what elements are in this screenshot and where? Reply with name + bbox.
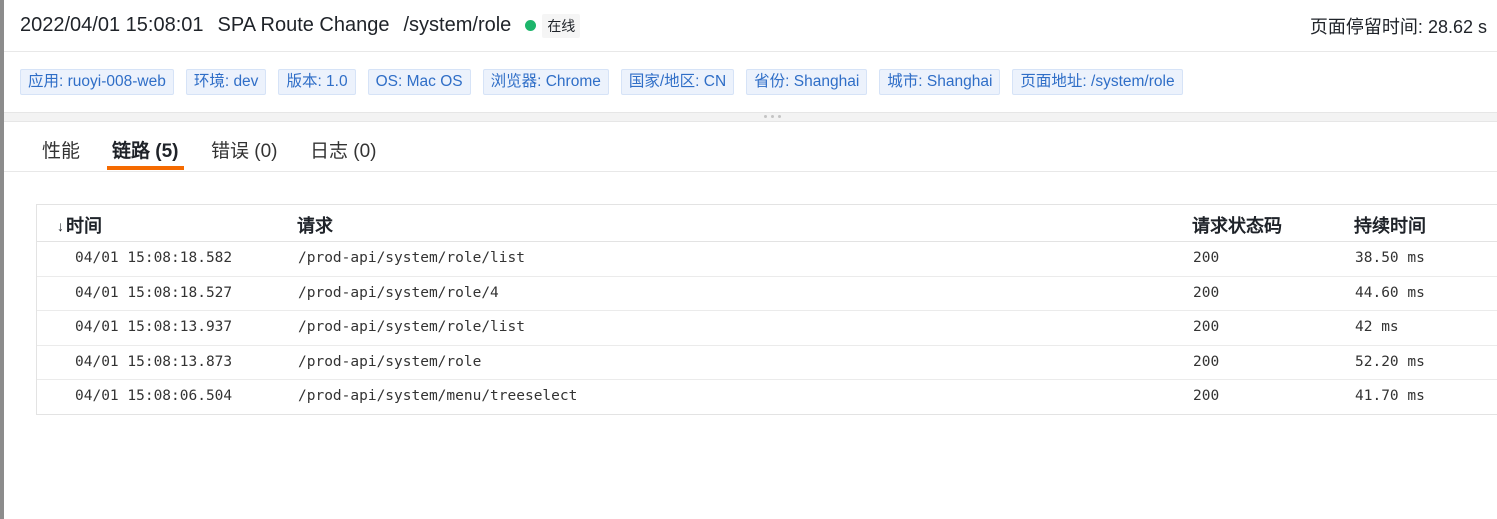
online-status-badge: 在线 [542, 14, 581, 38]
tag-app: 应用: ruoyi-008-web [20, 69, 174, 95]
cell-request: /prod-api/system/role/list [298, 250, 525, 266]
event-route: /system/role [403, 13, 512, 36]
cell-status: 200 [1193, 388, 1220, 404]
table-header: ↓时间 请求 请求状态码 持续时间 [37, 205, 1497, 242]
detail-header: 2022/04/01 15:08:01 SPA Route Change /sy… [4, 0, 1497, 52]
cell-time: 04/01 15:08:06.504 [75, 388, 233, 404]
tag-env: 环境: dev [185, 69, 267, 95]
cell-status: 200 [1193, 319, 1220, 335]
cell-status: 200 [1193, 250, 1220, 266]
context-tags: 应用: ruoyi-008-web 环境: dev 版本: 1.0 OS: Ma… [20, 69, 1183, 95]
tab-performance[interactable]: 性能 [42, 141, 81, 162]
active-tab-indicator [107, 166, 184, 170]
tab-trace[interactable]: 链路 (5) [112, 141, 179, 162]
online-status-dot-icon [525, 19, 537, 31]
drag-handle-icon [764, 115, 781, 118]
arrow-down-icon[interactable]: ↓ [57, 218, 64, 234]
table-row[interactable]: 04/01 15:08:06.504 /prod-api/system/menu… [37, 380, 1497, 414]
page-dwell-time: 页面停留时间: 28.62 s [1310, 13, 1487, 39]
cell-duration: 38.50 ms [1355, 250, 1425, 266]
tag-province: 省份: Shanghai [746, 69, 868, 95]
tag-os: OS: Mac OS [367, 69, 471, 95]
background-page-edge [0, 0, 4, 519]
cell-duration: 41.70 ms [1355, 388, 1425, 404]
cell-status: 200 [1193, 284, 1220, 301]
tag-page-url: 页面地址: /system/role [1012, 69, 1183, 95]
resize-handle[interactable] [4, 112, 1497, 122]
cell-duration: 52.20 ms [1355, 353, 1425, 370]
table-row[interactable]: 04/01 15:08:13.937 /prod-api/system/role… [37, 311, 1497, 346]
detail-tabs: 性能 链路 (5) 错误 (0) 日志 (0) [4, 122, 1497, 172]
event-timestamp: 2022/04/01 15:08:01 [20, 13, 204, 36]
cell-duration: 44.60 ms [1355, 284, 1425, 301]
dwell-time-label: 页面停留时间: [1309, 17, 1423, 37]
cell-time: 04/01 15:08:13.937 [75, 319, 233, 335]
trace-table: ↓时间 请求 请求状态码 持续时间 04/01 15:08:18.582 /pr… [36, 204, 1497, 415]
tag-browser: 浏览器: Chrome [482, 69, 609, 95]
cell-duration: 42 ms [1355, 319, 1399, 335]
cell-request: /prod-api/system/role/4 [298, 284, 499, 301]
table-row[interactable]: 04/01 15:08:18.582 /prod-api/system/role… [37, 242, 1497, 277]
tag-version: 版本: 1.0 [278, 69, 356, 95]
cell-time: 04/01 15:08:13.873 [75, 353, 233, 370]
column-header-duration: 持续时间 [1354, 216, 1426, 236]
cell-time: 04/01 15:08:18.527 [75, 284, 233, 301]
cell-request: /prod-api/system/role [298, 353, 482, 370]
cell-status: 200 [1193, 353, 1220, 370]
event-type: SPA Route Change [217, 13, 390, 36]
column-header-time[interactable]: ↓时间 [57, 216, 102, 236]
column-header-request: 请求 [297, 216, 333, 236]
header-summary: 2022/04/01 15:08:01 SPA Route Change /sy… [20, 12, 581, 38]
tab-logs[interactable]: 日志 (0) [310, 141, 377, 162]
cell-time: 04/01 15:08:18.582 [75, 250, 233, 266]
tag-country: 国家/地区: CN [620, 69, 735, 95]
cell-request: /prod-api/system/menu/treeselect [298, 388, 578, 404]
table-row[interactable]: 04/01 15:08:13.873 /prod-api/system/role… [37, 346, 1497, 380]
dwell-time-value: 28.62 s [1427, 17, 1487, 37]
table-row[interactable]: 04/01 15:08:18.527 /prod-api/system/role… [37, 277, 1497, 311]
cell-request: /prod-api/system/role/list [298, 319, 525, 335]
tab-errors[interactable]: 错误 (0) [211, 141, 278, 162]
column-header-status-code: 请求状态码 [1192, 216, 1282, 236]
tag-city: 城市: Shanghai [879, 69, 1001, 95]
